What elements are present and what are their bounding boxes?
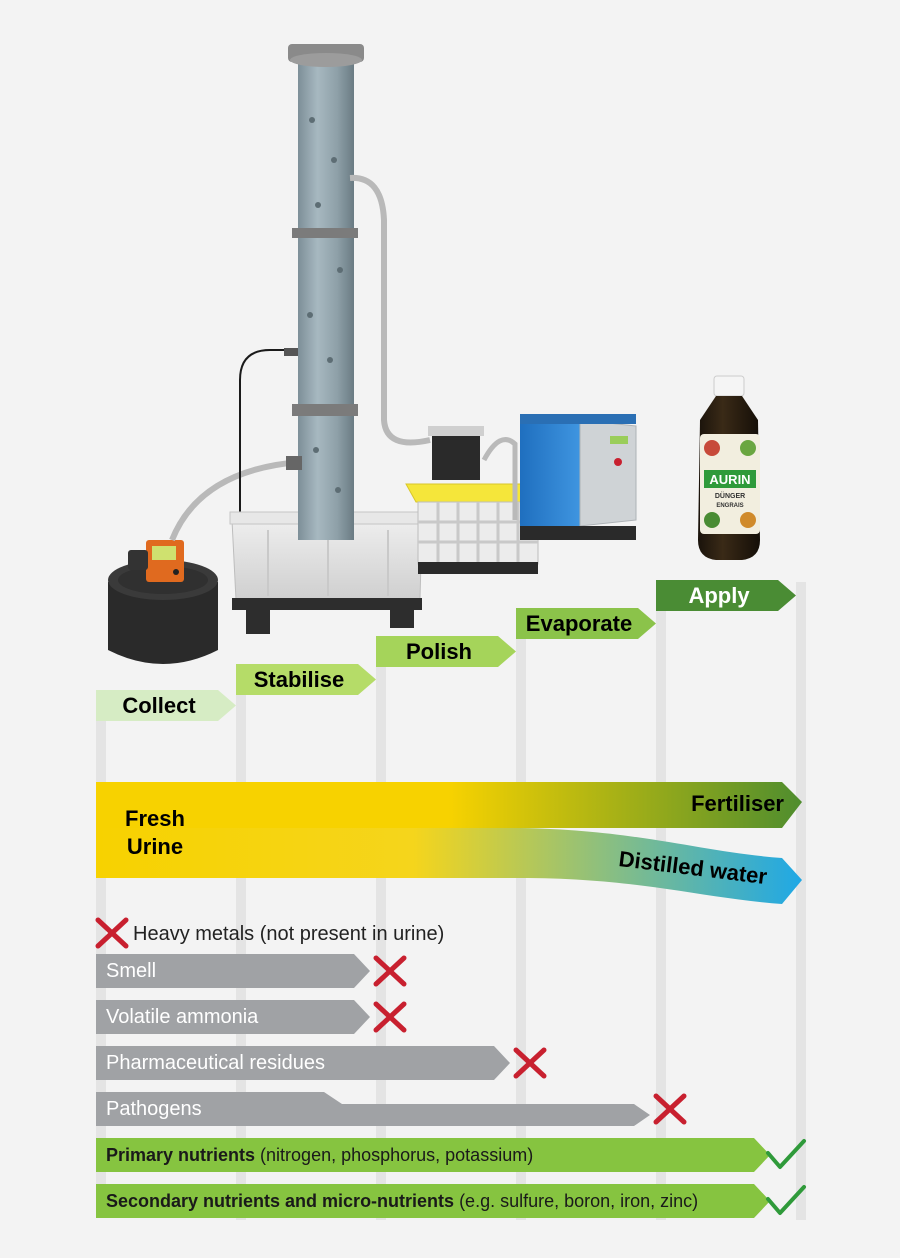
evaporator-image: [520, 414, 637, 540]
removed-row: Smell: [96, 954, 407, 988]
fertiliser-bottle-image: AURIN DÜNGER ENGRAIS: [698, 375, 760, 560]
retained-row: Secondary nutrients and micro-nutrients …: [96, 1184, 806, 1218]
retained-row: Primary nutrients (nitrogen, phosphorus,…: [96, 1138, 806, 1172]
step-label: Collect: [122, 693, 196, 718]
removed-label: Smell: [106, 960, 156, 982]
removed-label: Volatile ammonia: [106, 1006, 259, 1028]
removed-label: Pathogens: [106, 1098, 202, 1120]
removed-bar: [96, 1000, 370, 1034]
retained-label: Secondary nutrients and micro-nutrients …: [106, 1191, 698, 1211]
step-evaporate: Evaporate: [516, 608, 656, 639]
step-arrow: [656, 580, 796, 611]
hose-image: [349, 174, 431, 446]
check-icon: [766, 1139, 806, 1169]
step-label: Evaporate: [526, 611, 632, 636]
removed-label: Pharmaceutical residues: [106, 1052, 325, 1074]
step-arrow: [96, 690, 236, 721]
step-guide-line: [656, 610, 666, 1220]
fresh-urine-label-line1: Fresh: [125, 806, 185, 831]
fertiliser-flow: [96, 782, 802, 828]
retained-label-bold: Primary nutrients: [106, 1145, 255, 1165]
removed-bar: [96, 954, 370, 988]
bottle-label-line2: ENGRAIS: [716, 503, 743, 509]
distilled-water-flow: [96, 828, 802, 904]
fresh-urine-label-line2: Urine: [127, 834, 183, 859]
cross-icon: [373, 955, 407, 987]
step-label: Polish: [406, 639, 472, 664]
stabilisation-box-image: [229, 511, 425, 634]
retained-bar: [96, 1138, 770, 1172]
removed-bar: [96, 1092, 650, 1126]
hose-image: [169, 459, 301, 542]
cross-icon: [95, 917, 129, 949]
retained-bar: [96, 1184, 770, 1218]
reactor-column-image: [284, 44, 364, 540]
step-arrow: [516, 608, 656, 639]
step-label: Apply: [688, 583, 750, 608]
bottle-label-line1: DÜNGER: [715, 491, 745, 500]
collection-tank-image: [108, 540, 218, 664]
retained-label-detail: (e.g. sulfure, boron, iron, zinc): [454, 1191, 698, 1211]
removed-row: Volatile ammonia: [96, 1000, 407, 1034]
retained-label: Primary nutrients (nitrogen, phosphorus,…: [106, 1145, 533, 1165]
check-icon: [766, 1185, 806, 1215]
step-polish: Polish: [376, 636, 516, 667]
polishing-container-image: [405, 426, 547, 574]
cross-icon: [513, 1047, 547, 1079]
step-label: Stabilise: [254, 667, 344, 692]
step-arrow: [376, 636, 516, 667]
removed-row: Pathogens: [96, 1092, 687, 1126]
heavy-metals-label: Heavy metals (not present in urine): [133, 923, 444, 945]
cross-icon: [653, 1093, 687, 1125]
process-steps: Collect Stabilise Polish Evaporate Apply: [96, 580, 796, 721]
retained-label-detail: (nitrogen, phosphorus, potassium): [255, 1145, 533, 1165]
removed-row: Pharmaceutical residues: [96, 1046, 547, 1080]
step-guide-line: [516, 638, 526, 1220]
equipment-illustration: AURIN DÜNGER ENGRAIS: [108, 44, 760, 664]
fertiliser-label: Fertiliser: [691, 791, 784, 816]
step-guide-line: [796, 582, 806, 1220]
removed-bar: [96, 1046, 510, 1080]
heavy-metals-row: Heavy metals (not present in urine): [95, 917, 444, 949]
hose-image: [481, 437, 518, 520]
flow-band: Fresh Urine Fertiliser Distilled water: [96, 782, 802, 904]
retained-label-bold: Secondary nutrients and micro-nutrients: [106, 1191, 454, 1211]
cross-icon: [373, 1001, 407, 1033]
step-collect: Collect: [96, 690, 236, 721]
step-guide-line: [376, 666, 386, 1220]
step-stabilise: Stabilise: [236, 664, 376, 695]
step-arrow: [236, 664, 376, 695]
step-apply: Apply: [656, 580, 796, 611]
sensor-cable-image: [239, 349, 290, 520]
bottle-brand-label: AURIN: [709, 472, 750, 487]
